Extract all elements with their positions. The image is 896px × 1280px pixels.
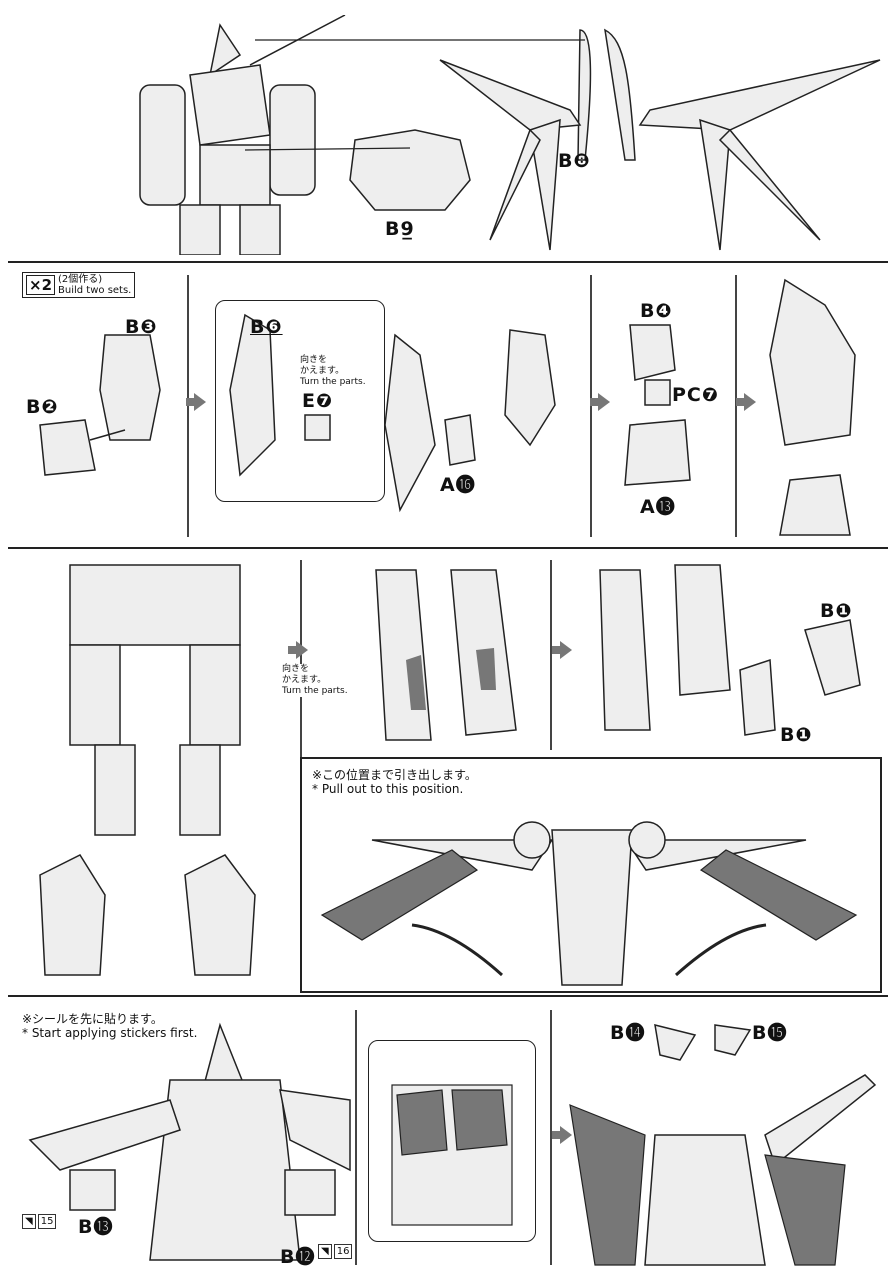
part-label-b3: B❸: [125, 316, 158, 338]
sticker-detail-box: [368, 1040, 536, 1242]
assembly-arrows: [244, 39, 585, 151]
part-label-pc7: PC❼: [672, 384, 719, 406]
part-label-b14: B⓮: [610, 1022, 646, 1044]
badge-en: Build two sets.: [58, 285, 132, 296]
divider: [590, 275, 592, 537]
part-b4-assembly: [624, 324, 691, 486]
note-jp: 向きを かえます。: [300, 355, 345, 376]
turn-parts-note: 向きを かえます。Turn the parts.: [300, 355, 366, 388]
completed-shoulder-illustration: [769, 278, 856, 536]
note-jp: ※シールを先に貼ります。: [22, 1012, 163, 1026]
shoulder-armor-assembly: [384, 329, 556, 513]
next-step-arrow: [552, 641, 572, 659]
leg-armor-illustration: [599, 564, 861, 736]
sticker-detail-illustration: [391, 1084, 513, 1226]
count: ×2: [26, 275, 56, 295]
part-label-b1-top: B❶: [820, 600, 853, 622]
badge-jp: (2個作る): [58, 274, 103, 285]
pull-out-note: ※この位置まで引き出します。* Pull out to this positio…: [312, 768, 477, 796]
note-jp: ※この位置まで引き出します。: [312, 768, 477, 782]
shoulder-parts-illustration: [39, 334, 161, 476]
part-label-a16: A⓰: [440, 474, 476, 496]
final-assembly-illustration: [569, 1023, 877, 1266]
divider: [735, 275, 737, 537]
subassembly-box: [215, 300, 385, 502]
sticker-note: ※シールを先に貼ります。* Start applying stickers fi…: [22, 1012, 197, 1040]
pull-out-detail-box: [300, 757, 882, 993]
part-label-a13: A⓭: [640, 496, 676, 518]
part-label-b6: B❻: [250, 316, 283, 338]
wings-and-arms-illustration: [320, 821, 858, 986]
divider-row3: [8, 995, 888, 997]
turn-parts-note: 向きを かえます。Turn the parts.: [282, 664, 348, 697]
divider-row2: [8, 547, 888, 549]
chest-armor-part-b9: [349, 129, 471, 211]
wing-part-b8: [439, 28, 881, 251]
robot-legs-illustration: [39, 564, 256, 976]
divider: [550, 560, 552, 750]
sticker-number: 15: [37, 1214, 57, 1229]
part-label-b15: B⓯: [752, 1022, 788, 1044]
divider: [550, 1010, 552, 1265]
build-two-sets-badge: ×2 (2個作る)Build two sets.: [22, 272, 136, 298]
robot-upper-body-illustration: [139, 15, 346, 255]
robot-torso-sticker-illustration: [28, 1022, 351, 1261]
divider: [355, 1010, 357, 1265]
part-label-b2: B❷: [26, 396, 59, 418]
sticker-icon: ◥: [318, 1244, 332, 1259]
part-label-b9: B9̲: [385, 218, 415, 240]
next-step-arrow: [552, 1126, 572, 1144]
leg-rotation-illustration: [375, 569, 517, 741]
part-label-b1-bottom: B❶: [780, 724, 813, 746]
part-label-b8: B❽: [558, 150, 591, 172]
next-step-arrow: [736, 393, 756, 411]
note-en: * Start applying stickers first.: [22, 1026, 198, 1040]
sticker-16-label: ◥16: [318, 1244, 353, 1259]
part-label-b12: B⓬: [280, 1246, 316, 1268]
note-en: Turn the parts.: [300, 377, 366, 387]
divider-row1: [8, 261, 888, 263]
sticker-number: 16: [333, 1244, 353, 1259]
part-b6-illustration: [229, 313, 331, 477]
part-label-b4: B❹: [640, 300, 673, 322]
sticker-15-label: ◥15: [22, 1214, 57, 1229]
sticker-icon: ◥: [22, 1214, 36, 1229]
note-jp: 向きを かえます。: [282, 664, 327, 685]
note-en: Turn the parts.: [282, 686, 348, 696]
divider: [187, 275, 189, 537]
note-en: * Pull out to this position.: [312, 782, 464, 796]
next-step-arrow: [186, 393, 206, 411]
part-label-b13: B⓭: [78, 1216, 114, 1238]
next-step-arrow: [590, 393, 610, 411]
next-step-arrow: [288, 641, 308, 659]
part-label-e7: E❼: [302, 390, 334, 412]
